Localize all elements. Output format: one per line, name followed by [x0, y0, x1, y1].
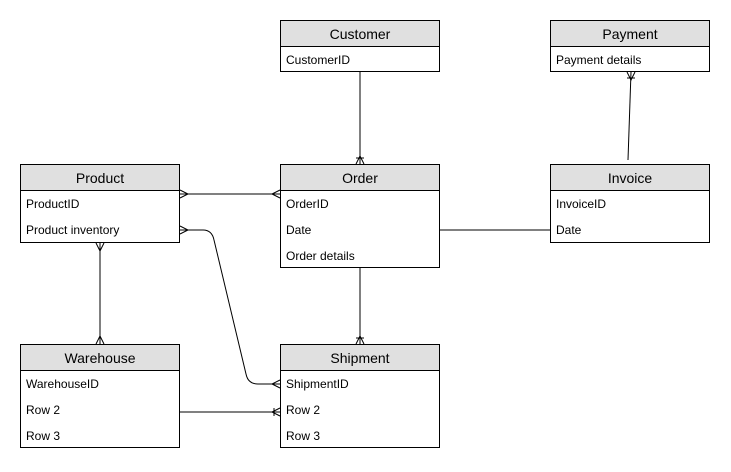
crowfoot-many-marker [179, 189, 190, 199]
entity-field: Row 2 [26, 403, 61, 417]
entity-warehouse[interactable]: Warehouse WarehouseID Row 2 Row 3 [20, 344, 180, 448]
entity-customer[interactable]: Customer CustomerID [280, 20, 440, 72]
entity-title: Warehouse [21, 345, 179, 371]
crowfoot-many-marker [95, 334, 105, 345]
entity-title: Order [281, 165, 439, 191]
relationship-customer-order [355, 72, 365, 165]
entity-field: OrderID [286, 197, 329, 211]
relationship-order-shipment [355, 268, 365, 345]
entity-title: Shipment [281, 345, 439, 371]
entity-field: Payment details [556, 53, 642, 67]
entity-field: InvoiceID [556, 197, 607, 211]
entity-field: Date [286, 223, 312, 237]
relationship-product-warehouse [95, 242, 105, 345]
crowfoot-one-or-many-marker [270, 407, 281, 417]
entity-field: Product inventory [26, 223, 120, 237]
crowfoot-one-or-many-marker [355, 154, 365, 165]
entity-field: Row 2 [286, 403, 321, 417]
crowfoot-many-marker [270, 379, 281, 389]
entity-title: Product [21, 165, 179, 191]
entity-title: Invoice [551, 165, 709, 191]
relationship-invoice-payment [626, 71, 636, 161]
relationship-warehouse-shipment [180, 407, 281, 417]
crowfoot-many-marker [95, 242, 105, 253]
entity-product[interactable]: Product ProductID Product inventory [20, 164, 180, 243]
entity-field: Order details [286, 249, 355, 263]
entity-shipment[interactable]: Shipment ShipmentID Row 2 Row 3 [280, 344, 440, 448]
entity-field: Row 3 [286, 429, 321, 443]
relationship-product-shipment [179, 225, 281, 389]
entity-payment[interactable]: Payment Payment details [550, 20, 710, 72]
relationship-product-order [179, 189, 281, 199]
entity-title: Payment [551, 21, 709, 47]
entity-order[interactable]: Order OrderID Date Order details [280, 164, 440, 268]
entity-field: ProductID [26, 197, 80, 211]
crowfoot-many-marker [270, 189, 281, 199]
entity-field: ShipmentID [286, 377, 349, 391]
crowfoot-one-or-many-marker [355, 334, 365, 345]
entity-field: Date [556, 223, 582, 237]
entity-field: WarehouseID [26, 377, 99, 391]
crowfoot-one-or-many-marker [626, 71, 636, 82]
entity-field: Row 3 [26, 429, 61, 443]
entity-field: CustomerID [286, 53, 351, 67]
entity-title: Customer [281, 21, 439, 47]
entity-invoice[interactable]: Invoice InvoiceID Date [550, 164, 710, 243]
crowfoot-many-marker [179, 225, 190, 235]
